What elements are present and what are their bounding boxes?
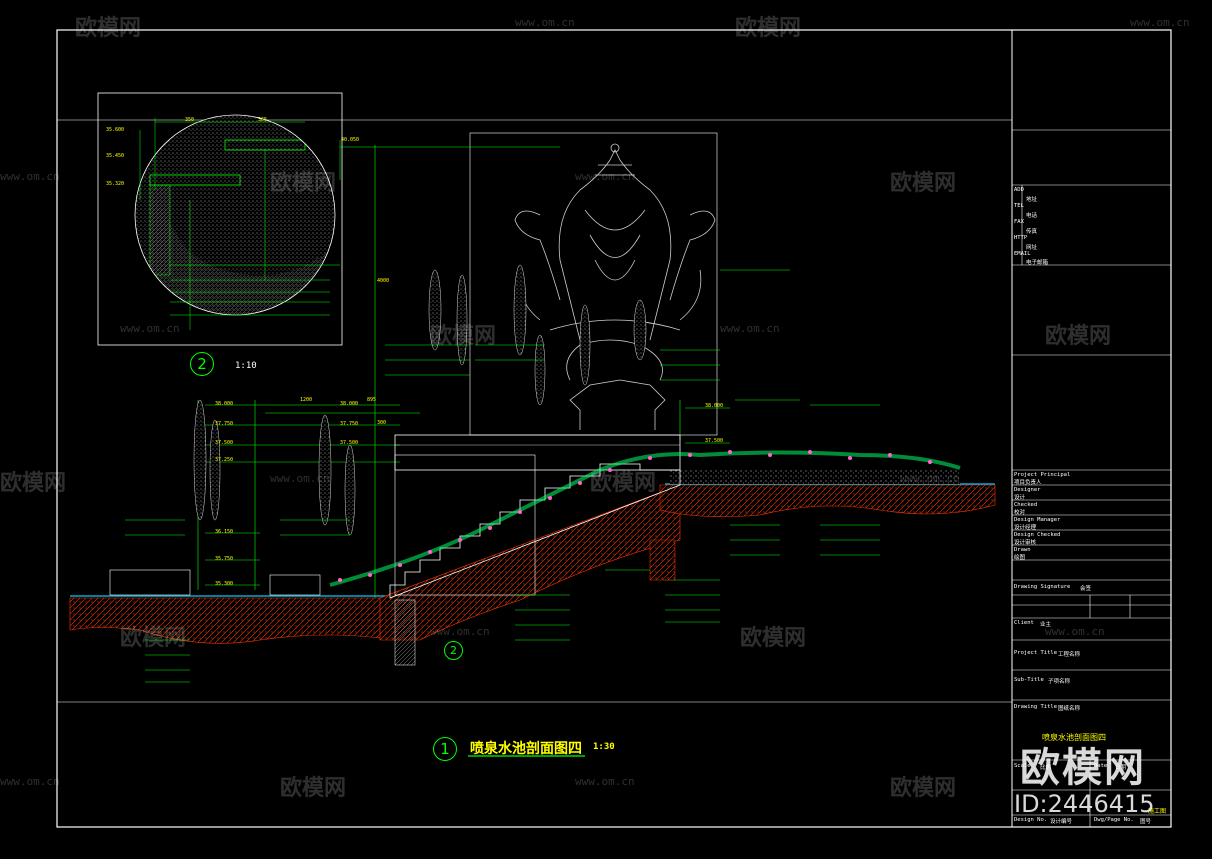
elevation-label: 37.500 bbox=[340, 440, 359, 446]
watermark-logo: 欧模网 bbox=[1020, 745, 1146, 791]
tb-row-label: Client bbox=[1014, 620, 1034, 626]
dimension-label: 4000 bbox=[377, 278, 390, 284]
sheet-border bbox=[56, 29, 1172, 828]
tb-contact-value: 地址 bbox=[1026, 197, 1038, 203]
elevation-label: 38.000 bbox=[215, 401, 234, 407]
main-drawing-scale: 1:30 bbox=[593, 742, 615, 752]
elevation-label: 35.320 bbox=[106, 181, 125, 187]
tb-contact-label: TEL bbox=[1014, 203, 1024, 209]
tb-row-label: Design Checked bbox=[1014, 532, 1061, 538]
tb-bottom-label: Scale bbox=[1014, 763, 1031, 769]
tb-row-label: Drawing Title bbox=[1014, 704, 1058, 710]
tb-row-value: 子项名称 bbox=[1048, 679, 1071, 685]
tb-row-label: Project Principal bbox=[1014, 472, 1071, 478]
ground-right bbox=[659, 484, 996, 517]
title-block-lines bbox=[1012, 129, 1171, 816]
tb-bottom-label: Design No. bbox=[1014, 817, 1048, 823]
elevation-label: 37.500 bbox=[705, 438, 724, 444]
tb-contact-label: HTTP bbox=[1014, 235, 1028, 241]
tb-row-label: Drawn bbox=[1014, 547, 1031, 553]
section-callout-circle: 2 bbox=[444, 641, 463, 660]
tb-contact-label: FAX bbox=[1014, 219, 1024, 225]
elevation-label: 37.500 bbox=[215, 440, 234, 446]
sheet-drawing-title: 喷泉水池剖面图四 bbox=[1042, 733, 1106, 742]
fountain-sculpture bbox=[514, 143, 716, 430]
tb-row-label: Project Title bbox=[1014, 650, 1058, 656]
elevation-label: 38.000 bbox=[340, 401, 359, 407]
elevation-label: 37.750 bbox=[215, 421, 234, 427]
elevation-label: 37.750 bbox=[340, 421, 359, 427]
elevation-label: 35.750 bbox=[215, 556, 234, 562]
tb-row-value: 校对 bbox=[1014, 510, 1026, 516]
dimension-label: 895 bbox=[367, 397, 377, 403]
tb-row-label: Checked bbox=[1014, 502, 1038, 508]
tb-stamp: 施工图 bbox=[1148, 808, 1167, 815]
tb-row-label: Design Manager bbox=[1014, 517, 1061, 523]
stairs bbox=[389, 463, 681, 599]
tb-row-value: 设计 bbox=[1014, 495, 1026, 501]
fountain-wall bbox=[394, 434, 681, 471]
tb-row-value: 项目负责人 bbox=[1014, 480, 1042, 486]
elevation-label: 35.450 bbox=[106, 153, 125, 159]
tb-row-value: 设计审核 bbox=[1014, 540, 1037, 546]
tb-row-value: 会签 bbox=[1080, 586, 1092, 592]
tb-row-value: 业主 bbox=[1040, 622, 1052, 628]
dimension-label: 350 bbox=[185, 117, 195, 123]
tb-contact-label: EMAIL bbox=[1014, 251, 1031, 257]
tb-row-label: Drawing Signature bbox=[1014, 584, 1071, 590]
detail-number-circle: 2 bbox=[190, 352, 214, 376]
elevation-label: 40.050 bbox=[341, 137, 360, 143]
foundation-column bbox=[394, 599, 416, 666]
tb-row-value: 设计经理 bbox=[1014, 525, 1037, 531]
elevation-label: 37.250 bbox=[215, 457, 234, 463]
tb-bottom-label: Date bbox=[1094, 763, 1108, 769]
tb-bottom-value: 设计编号 bbox=[1050, 819, 1073, 825]
tb-contact-value: 电话 bbox=[1026, 213, 1038, 219]
main-number-circle: 1 bbox=[433, 737, 457, 761]
dimension-label: 1200 bbox=[300, 397, 313, 403]
ground-left bbox=[69, 597, 396, 644]
tb-bottom-value: 比例 bbox=[1040, 765, 1052, 771]
detail-frame bbox=[97, 92, 343, 346]
main-drawing-title: 喷泉水池剖面图四 bbox=[470, 741, 582, 757]
tb-contact-label: ADD bbox=[1014, 187, 1024, 193]
dimension-label: 300 bbox=[377, 420, 387, 426]
tb-contact-value: 传真 bbox=[1026, 229, 1038, 235]
elevation-label: 36.150 bbox=[215, 529, 234, 535]
tb-row-label: Sub-Title bbox=[1014, 677, 1044, 683]
flowering-plants bbox=[329, 450, 961, 587]
tb-contact-value: 电子邮箱 bbox=[1026, 260, 1049, 266]
watermark-id: ID:2446415 bbox=[1014, 790, 1155, 818]
tb-contact-value: 网址 bbox=[1026, 245, 1038, 251]
gravel-band bbox=[670, 470, 960, 484]
detail-scale: 1:10 bbox=[235, 361, 257, 371]
detail-circle-content bbox=[135, 115, 335, 315]
elevation-label: 38.000 bbox=[705, 403, 724, 409]
bench-left bbox=[109, 569, 321, 596]
elevation-label: 35.600 bbox=[106, 127, 125, 133]
tb-row-label: Designer bbox=[1014, 487, 1041, 493]
tb-bottom-label: Dwg/Page No. bbox=[1094, 817, 1134, 823]
tb-bottom-value: 图号 bbox=[1140, 819, 1152, 825]
tb-row-value: 绘图 bbox=[1014, 555, 1026, 561]
dimension-label: 365 bbox=[258, 117, 268, 123]
tb-bottom-value: 日期 bbox=[1115, 765, 1127, 771]
tb-row-value: 工程名称 bbox=[1058, 652, 1081, 658]
tb-row-value: 图纸名称 bbox=[1058, 706, 1081, 712]
elevation-label: 35.300 bbox=[215, 581, 234, 587]
slope bbox=[379, 484, 681, 641]
detail-dim-lines bbox=[139, 118, 341, 330]
tall-shrubs bbox=[193, 264, 647, 536]
